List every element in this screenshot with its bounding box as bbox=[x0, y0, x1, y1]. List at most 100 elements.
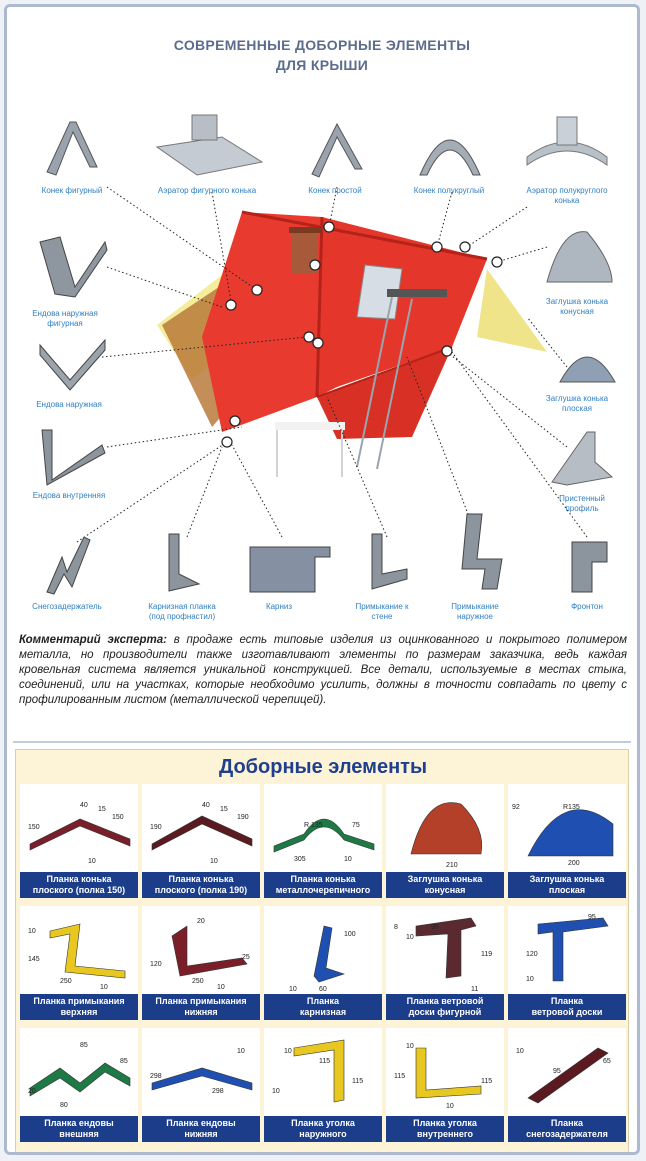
dimension-label: 80 bbox=[60, 1102, 68, 1109]
dimension-label: 10 bbox=[446, 1103, 454, 1110]
dimension-label: 115 bbox=[481, 1078, 493, 1085]
dimension-label: 200 bbox=[568, 860, 580, 867]
dimension-label: 115 bbox=[394, 1073, 406, 1080]
dimension-label: 95 bbox=[431, 924, 439, 931]
catalog-item-illustration bbox=[273, 818, 375, 853]
dimension-label: 119 bbox=[481, 951, 493, 958]
label-aerator-figurnogo: Аэратор фигурного конька bbox=[157, 186, 257, 195]
primykanie-naruzh-icon bbox=[461, 513, 503, 590]
dimension-label: 10 bbox=[272, 1088, 280, 1095]
dimension-label: R135 bbox=[563, 804, 580, 811]
catalog-item-shape bbox=[313, 925, 345, 983]
dimension-label: 100 bbox=[344, 931, 356, 938]
endova-naruzh-icon bbox=[39, 338, 106, 391]
dimension-label: 10 bbox=[406, 934, 414, 941]
catalog-item-illustration bbox=[527, 809, 614, 857]
catalog-item-shape bbox=[410, 802, 483, 855]
page-subtitle: ДЛЯ КРЫШИ bbox=[275, 57, 369, 73]
dimension-label: 10 bbox=[406, 1043, 414, 1050]
dimension-label: 250 bbox=[60, 978, 72, 985]
dimension-label: 10 bbox=[237, 1048, 245, 1055]
roof-back-slope bbox=[317, 217, 487, 397]
dimension-label: 210 bbox=[446, 862, 458, 869]
dimension-label: 10 bbox=[516, 1048, 524, 1055]
dimension-label: 10 bbox=[344, 856, 352, 863]
dimension-label: 95 bbox=[553, 1068, 561, 1075]
label-konek-figurny: Конек фигурный bbox=[41, 186, 103, 195]
catalog-item-shape bbox=[273, 818, 375, 853]
catalog-item-shape bbox=[293, 1039, 345, 1103]
dimension-label: 20 bbox=[197, 918, 205, 925]
label-konek-prostoy: Конек простой bbox=[308, 186, 362, 195]
zaglushka-kon-icon bbox=[546, 231, 613, 283]
dimension-label: 298 bbox=[150, 1073, 162, 1080]
aerator-figurnogo-icon bbox=[155, 114, 264, 176]
karniznaya-icon bbox=[168, 533, 201, 592]
catalog-item-illustration bbox=[151, 815, 253, 851]
catalog-item-illustration bbox=[29, 818, 131, 851]
catalog-item-illustration bbox=[171, 925, 248, 977]
page-title: СОВРЕМЕННЫЕ ДОБОРНЫЕ ЭЛЕМЕНТЫ bbox=[173, 37, 471, 53]
catalog-item-shape bbox=[29, 1062, 131, 1097]
roof-diagram-section: СОВРЕМЕННЫЕ ДОБОРНЫЕ ЭЛЕМЕНТЫ ДЛЯ КРЫШИ bbox=[7, 7, 637, 629]
fronton-icon bbox=[571, 541, 608, 593]
dimension-label: 305 bbox=[294, 856, 306, 863]
infographic-frame: СОВРЕМЕННЫЕ ДОБОРНЫЕ ЭЛЕМЕНТЫ ДЛЯ КРЫШИ bbox=[4, 4, 640, 1155]
snegozaderzh-icon bbox=[46, 536, 91, 595]
dimension-label: 250 bbox=[192, 978, 204, 985]
dimension-label: 85 bbox=[80, 1042, 88, 1049]
dimension-label: 11 bbox=[471, 986, 479, 993]
dimension-label: 60 bbox=[319, 986, 327, 993]
dimension-label: 20 bbox=[28, 1088, 36, 1095]
dimension-label: 15 bbox=[220, 806, 228, 813]
aerator-polukruglogo-icon bbox=[526, 116, 608, 166]
right-gable bbox=[477, 269, 547, 352]
dimension-label: 92 bbox=[512, 804, 520, 811]
dimension-label: 298 bbox=[212, 1088, 224, 1095]
dimension-label: 10 bbox=[28, 928, 36, 935]
catalog-title: Доборные элементы bbox=[218, 756, 428, 778]
primykanie-stene-icon bbox=[371, 533, 408, 590]
konek-figurny-icon bbox=[46, 121, 98, 176]
label-karniznaya: Карнизная планка(под профнастил) bbox=[148, 602, 216, 621]
roof-front-slope bbox=[317, 347, 452, 439]
expert-comment-lead: Комментарий эксперта: bbox=[19, 634, 167, 646]
dimension-label: 65 bbox=[603, 1058, 611, 1065]
catalog-item-shape bbox=[415, 917, 477, 979]
dimension-label: 15 bbox=[98, 806, 106, 813]
catalog-item-illustration bbox=[415, 917, 477, 979]
catalog-item-illustration bbox=[537, 917, 609, 982]
dimension-label: 10 bbox=[284, 1048, 292, 1055]
catalog-item-shape bbox=[415, 1047, 482, 1099]
label-snegozaderzh: Снегозадержатель bbox=[32, 602, 102, 611]
dimension-label: 150 bbox=[28, 824, 40, 831]
pristenny-icon bbox=[551, 431, 614, 486]
label-endova-vnutr: Ендова внутренняя bbox=[32, 491, 106, 500]
